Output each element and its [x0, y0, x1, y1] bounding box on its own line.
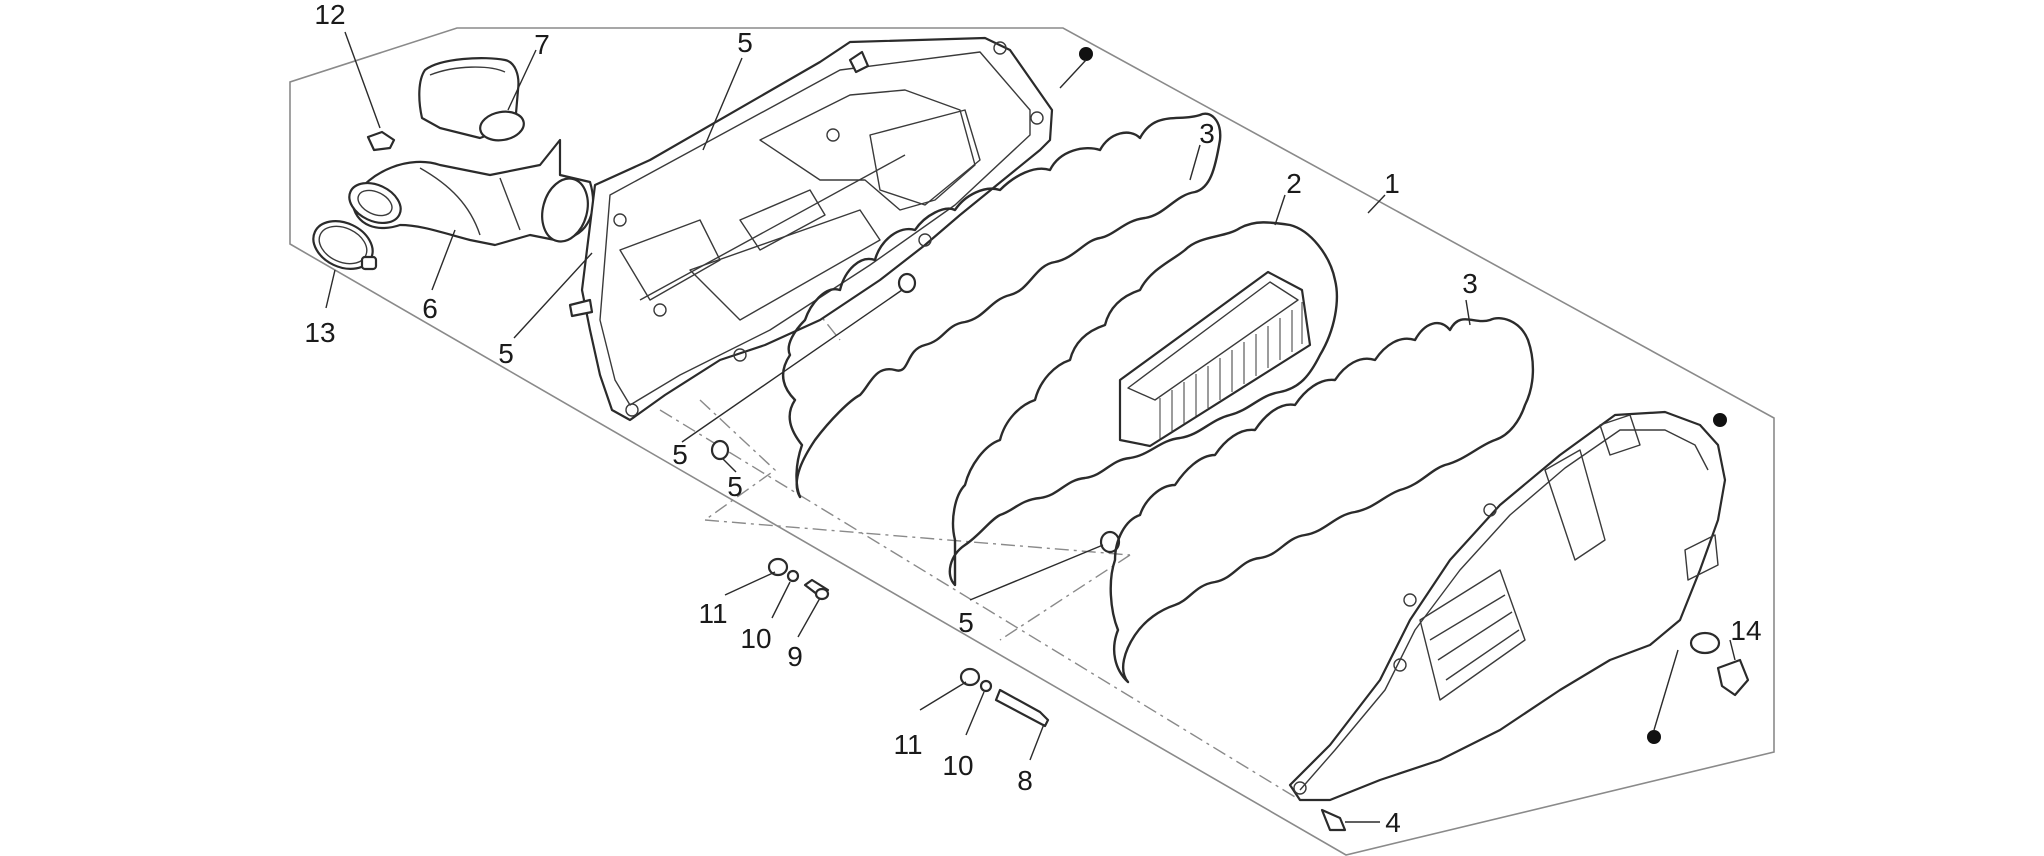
- callout-3: 3: [1462, 268, 1478, 299]
- callout-2: 2: [1286, 168, 1302, 199]
- filter-housing-case: [568, 36, 1054, 422]
- callout-4: 4: [1385, 807, 1401, 838]
- callout-9: 9: [787, 641, 803, 672]
- callout-1: 1: [1384, 168, 1400, 199]
- callout-8: 8: [1017, 765, 1033, 796]
- reference-dots: [1079, 47, 1727, 744]
- callout-14: 14: [1730, 615, 1761, 646]
- callout-5: 5: [958, 607, 974, 638]
- callout-12: 12: [314, 0, 345, 30]
- callout-7: 7: [534, 29, 550, 60]
- drain-plug-part-14: [1689, 631, 1750, 697]
- callout-10: 10: [740, 623, 771, 654]
- gasket-part-3-front: [781, 112, 1222, 499]
- filter-pleats: [1159, 302, 1303, 440]
- leader-lines: [325, 31, 1736, 823]
- callout-6: 6: [422, 293, 438, 324]
- intake-box-part-7: [418, 57, 525, 142]
- callout-10: 10: [942, 750, 973, 781]
- bolt-set-8-10-11: [959, 667, 1050, 728]
- filter-element-part-2: [948, 221, 1339, 587]
- gasket-part-3-rear: [1109, 317, 1535, 684]
- callout-5: 5: [498, 338, 514, 369]
- bolt-set-9-10-11: [767, 557, 830, 601]
- callout-3: 3: [1199, 118, 1215, 149]
- callout-11: 11: [698, 598, 727, 629]
- intake-duct-part-6: [348, 138, 595, 247]
- callout-5: 5: [737, 27, 753, 58]
- callout-13: 13: [304, 317, 335, 348]
- assembly-outline: [289, 27, 1775, 856]
- hose-clamp-part-13: [312, 220, 378, 271]
- screw-part-4: [1320, 808, 1347, 832]
- clip-nut-part-12: [366, 130, 396, 152]
- callout-5: 5: [727, 471, 743, 502]
- callout-11: 11: [893, 729, 922, 760]
- callout-5: 5: [672, 439, 688, 470]
- callout-labels: 12 7 5 3 2 1 3 13 6 5 5 5 5 11 10 9 11 1…: [304, 0, 1761, 838]
- filter-cover: [1288, 410, 1727, 802]
